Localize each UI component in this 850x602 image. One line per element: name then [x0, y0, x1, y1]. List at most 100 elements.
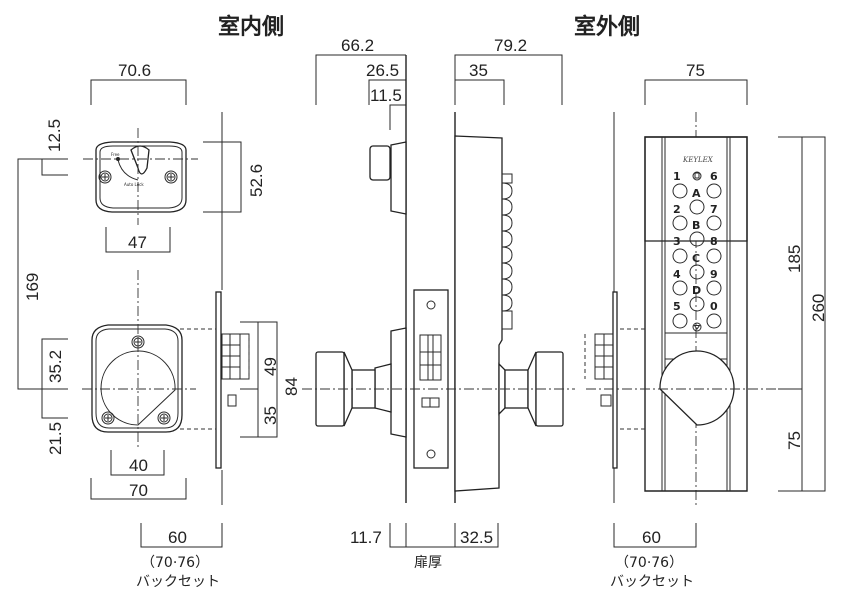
brand-logo: KEYLEX	[682, 156, 714, 164]
key-button-2[interactable]	[672, 215, 688, 231]
dim-75-height: 75	[785, 431, 804, 450]
key-label-1: 1	[673, 170, 681, 183]
dim-35-latch: 35	[261, 406, 280, 425]
outdoor-knob[interactable]	[659, 350, 735, 426]
backset-alt-indoor: （70·76）	[141, 555, 209, 571]
dim-line-75-width	[644, 79, 748, 105]
dim-21-5: 21.5	[46, 422, 65, 455]
key-label-3: 3	[673, 235, 681, 248]
thumbturn-lever-icon	[130, 145, 150, 175]
key-button-a[interactable]	[689, 199, 705, 215]
outdoor-side-title: 室外側	[574, 14, 640, 40]
backset-alt-outdoor: （70·76）	[615, 555, 683, 571]
backset-label-indoor: バックセット	[136, 574, 220, 590]
lock-case-faceplate	[413, 289, 449, 469]
clear-button-icon[interactable]	[692, 322, 702, 332]
key-label-a: A	[692, 187, 701, 200]
side-view: 66.2 26.5 11.5 79.2 35	[302, 36, 575, 571]
outdoor-body-outline	[644, 136, 748, 492]
key-label-5: 5	[673, 300, 681, 313]
keypad-buttons-side	[501, 173, 513, 330]
key-button-4[interactable]	[672, 280, 688, 296]
dim-line-66-2	[315, 54, 406, 105]
thumbturn-side	[369, 145, 391, 181]
dim-line-26-5	[368, 79, 406, 105]
key-label-6: 6	[710, 170, 718, 183]
key-button-7[interactable]	[706, 215, 722, 231]
key-button-5[interactable]	[672, 313, 688, 329]
dim-35-2: 35.2	[46, 350, 65, 383]
dim-line-door-thickness	[389, 523, 499, 548]
dim-66-2: 66.2	[341, 36, 374, 55]
faceplate-edge	[215, 291, 222, 469]
backset-label-outdoor: バックセット	[610, 574, 694, 590]
free-label: Free	[111, 152, 120, 157]
dim-line-35-side	[455, 79, 505, 105]
backset-indoor: 60	[168, 528, 187, 547]
dim-185: 185	[785, 245, 804, 273]
key-button-3[interactable]	[672, 248, 688, 264]
key-button-0[interactable]	[706, 313, 722, 329]
key-button-8[interactable]	[706, 248, 722, 264]
key-label-7: 7	[710, 203, 718, 216]
key-button-d[interactable]	[689, 296, 705, 312]
keypad: 1 2 3 4 5 6 7 8 9 0 A B C D	[672, 170, 722, 332]
outdoor-view: 75 KEYLEX 1 2 3 4 5 6 7 8 9 0 A B C D	[584, 61, 828, 590]
dim-70: 70	[129, 481, 148, 500]
key-button-9[interactable]	[706, 280, 722, 296]
dim-line-70-6	[90, 79, 187, 105]
deadlatch	[227, 394, 237, 407]
dim-11-5: 11.5	[370, 86, 402, 105]
keypad-body-side	[454, 135, 503, 492]
indoor-side-title: 室内側	[218, 14, 284, 40]
dim-line-70	[90, 478, 187, 500]
key-label-2: 2	[673, 203, 681, 216]
indoor-view: 70.6 Free Auto Lock 12.5	[17, 61, 301, 590]
dim-line-35-2-21-5	[41, 338, 68, 419]
lock-indicator-icon	[692, 171, 702, 181]
dim-35-side: 35	[469, 61, 488, 80]
thumbturn-plate: Free Auto Lock	[95, 141, 187, 213]
dim-169: 169	[23, 273, 42, 301]
backset-outdoor: 60	[642, 528, 661, 547]
dim-70-6: 70.6	[118, 61, 151, 80]
dim-12-5: 12.5	[45, 119, 64, 152]
knob-rose	[91, 324, 183, 433]
dim-26-5: 26.5	[366, 61, 399, 80]
dim-49: 49	[261, 357, 280, 376]
dim-32-5: 32.5	[460, 528, 493, 547]
dim-line-169	[17, 158, 68, 390]
dim-84: 84	[282, 377, 301, 396]
dim-11-7: 11.7	[350, 528, 382, 547]
free-marker-icon	[116, 157, 120, 161]
key-label-b: B	[692, 219, 700, 232]
dim-line-47	[105, 227, 171, 253]
key-label-0: 0	[710, 300, 718, 313]
dim-line-12-5	[41, 158, 68, 176]
key-label-9: 9	[710, 268, 718, 281]
dim-52-6: 52.6	[247, 164, 266, 197]
key-label-4: 4	[673, 268, 681, 281]
screw-icon	[164, 170, 178, 184]
key-label-8: 8	[710, 235, 718, 248]
dim-line-40	[110, 450, 165, 476]
dim-line-backset-indoor	[140, 523, 223, 548]
screw-icon	[98, 170, 112, 184]
key-button-b[interactable]	[689, 231, 705, 247]
dim-47: 47	[128, 233, 147, 252]
key-label-d: D	[692, 284, 701, 297]
key-button-6[interactable]	[706, 183, 722, 199]
dim-79-2: 79.2	[494, 36, 527, 55]
dim-line-11-5	[389, 104, 406, 130]
dim-260: 260	[809, 294, 828, 322]
autolock-label: Auto Lock	[124, 182, 144, 187]
key-button-1[interactable]	[672, 183, 688, 199]
key-button-c[interactable]	[689, 264, 705, 280]
dim-line-backset-outdoor	[613, 523, 697, 548]
dim-40: 40	[129, 456, 148, 475]
key-label-c: C	[692, 252, 700, 265]
door-thickness-label: 扉厚	[414, 555, 442, 571]
screw-icon	[101, 411, 115, 425]
dim-75-width: 75	[686, 61, 705, 80]
